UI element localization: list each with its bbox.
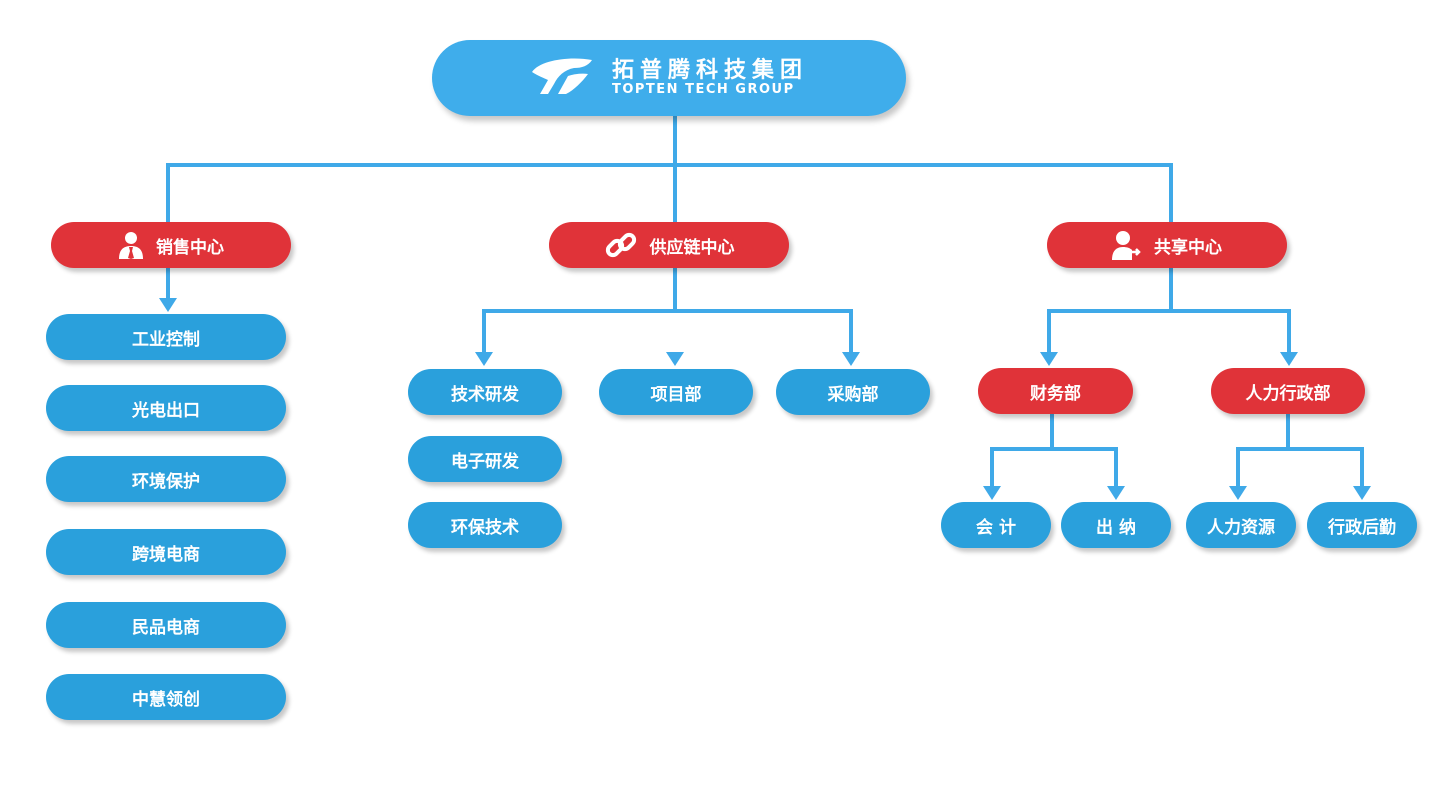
arrowhead [842, 352, 860, 366]
arrowhead [1280, 352, 1298, 366]
dept-purchasing: 采购部 [776, 369, 930, 415]
dept-project: 项目部 [599, 369, 753, 415]
arrowhead [1229, 486, 1247, 500]
arrowhead [666, 352, 684, 366]
connector-finance-to-children [990, 412, 1118, 490]
chain-link-icon [604, 228, 638, 262]
arrowhead [159, 298, 177, 312]
sales-unit: 工业控制 [46, 314, 286, 360]
arrowhead [1353, 486, 1371, 500]
root-node: 拓普腾科技集团 TOPTEN TECH GROUP [432, 40, 906, 116]
connector-supply-to-departments [482, 266, 853, 356]
hr-child-admin-logistics: 行政后勤 [1307, 502, 1417, 548]
center-sales-label: 销售中心 [156, 237, 224, 258]
dept-tech-rnd-child: 环保技术 [408, 502, 562, 548]
arrowhead [475, 352, 493, 366]
center-supply-chain-label: 供应链中心 [649, 237, 735, 258]
sales-unit: 光电出口 [46, 385, 286, 431]
company-name-en: TOPTEN TECH GROUP [611, 81, 795, 97]
dept-tech-rnd: 技术研发 [408, 369, 562, 415]
dept-finance: 财务部 [978, 368, 1133, 414]
connector-root-to-centers [166, 114, 1173, 224]
arrowhead [983, 486, 1001, 500]
center-supply-chain: 供应链中心 [549, 222, 789, 268]
finance-child-accounting: 会 计 [941, 502, 1051, 548]
arrowhead [1040, 352, 1058, 366]
dept-hr-admin: 人力行政部 [1211, 368, 1365, 414]
user-tie-icon [118, 231, 144, 259]
center-sales: 销售中心 [51, 222, 291, 268]
sales-unit: 环境保护 [46, 456, 286, 502]
topten-logo-icon [530, 56, 596, 101]
sales-unit: 中慧领创 [46, 674, 286, 720]
dept-tech-rnd-child: 电子研发 [408, 436, 562, 482]
connector-hr-to-children [1236, 412, 1364, 490]
arrowhead [1107, 486, 1125, 500]
connector-shared-to-departments [1047, 266, 1291, 356]
finance-child-cashier: 出 纳 [1061, 502, 1171, 548]
sales-unit: 跨境电商 [46, 529, 286, 575]
sales-unit: 民品电商 [46, 602, 286, 648]
center-shared-label: 共享中心 [1154, 237, 1222, 258]
company-name-cn: 拓普腾科技集团 [611, 57, 808, 83]
user-share-icon [1112, 230, 1142, 260]
hr-child-human-resources: 人力资源 [1186, 502, 1296, 548]
center-shared: 共享中心 [1047, 222, 1287, 268]
